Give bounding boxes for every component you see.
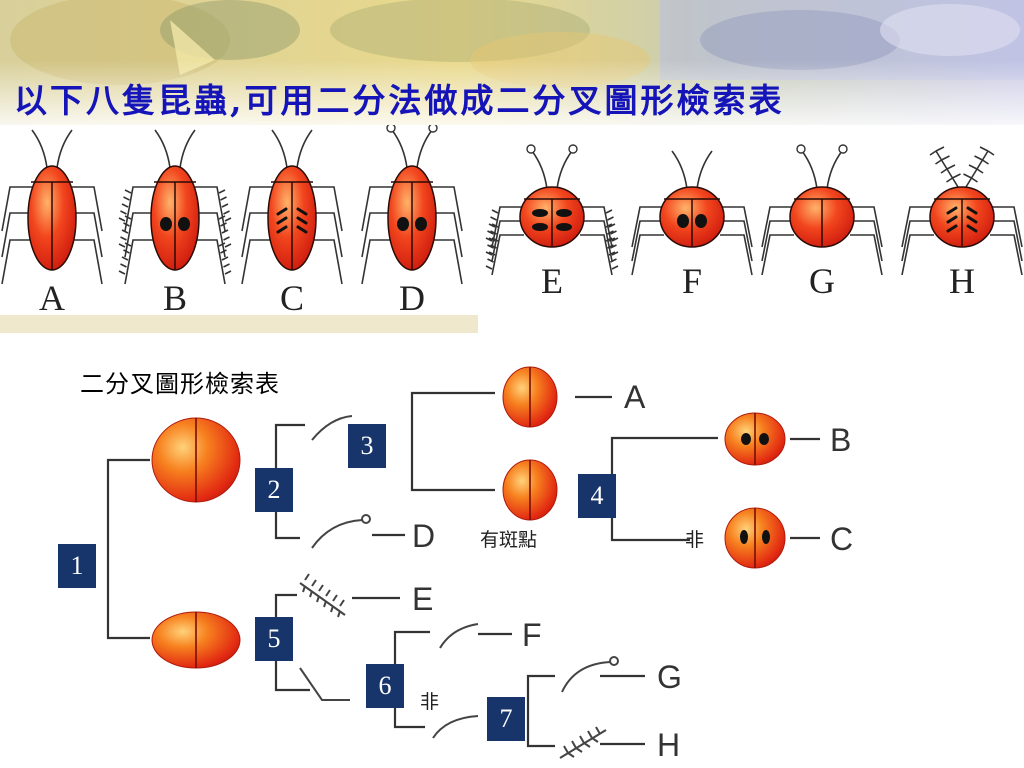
insect-label-d: D (399, 278, 425, 318)
insect-c: C (241, 129, 343, 318)
step-1-box: 1 (58, 544, 96, 588)
branch-4 (610, 436, 718, 542)
body-spotted (502, 459, 558, 521)
branch-7 (526, 674, 555, 748)
slide-title: 以下八隻昆蟲,可用二分法做成二分叉圖形檢索表 (14, 81, 785, 120)
leaf-label-g: G (657, 659, 682, 695)
body-round-large (151, 611, 241, 669)
leaf-label-f: F (522, 617, 542, 653)
leaf-label-b: B (830, 422, 851, 458)
step-5-box: 5 (255, 617, 293, 661)
plain-leg-icon (299, 667, 350, 701)
header-banner (0, 0, 1024, 125)
body-b (724, 412, 786, 466)
leaf-label-d: D (412, 518, 435, 554)
leaf-label-c: C (830, 521, 853, 557)
hairy-leg-icon (299, 582, 346, 616)
insect-label-f: F (682, 261, 702, 301)
plain-antenna-icon-3 (432, 715, 479, 739)
insect-d: D (361, 125, 463, 318)
key-title: 二分叉圖形檢索表 (80, 370, 280, 398)
insect-label-a: A (39, 278, 65, 318)
knobbed-antenna-icon-2 (561, 661, 611, 693)
branch-3 (410, 391, 495, 492)
leaf-label-a: A (624, 379, 646, 415)
spotted-label: 有斑點 (480, 529, 537, 551)
branch-1-lower (106, 573, 150, 640)
step-7-box: 7 (487, 697, 525, 741)
plain-antenna-icon (311, 415, 353, 441)
body-a (502, 366, 558, 428)
insect-b: B (118, 129, 232, 318)
insect-g: G (761, 144, 883, 301)
leaf-label-h: H (657, 727, 680, 763)
body-long-large (151, 417, 241, 503)
body-c (724, 507, 786, 569)
insect-label-c: C (280, 278, 304, 318)
not-label-6: 非 (420, 691, 439, 713)
branch-1-upper (106, 458, 150, 573)
dichotomous-key: A B C D E F G H 有斑點 非 非 (106, 366, 853, 763)
insect-f: F (631, 150, 753, 301)
step-2-box: 2 (255, 468, 293, 512)
insect-panel: A B C D E F G H (0, 125, 1024, 333)
step-6-box: 6 (366, 664, 404, 708)
insect-h: H (901, 146, 1023, 301)
leaf-label-e: E (412, 581, 433, 617)
insect-label-g: G (809, 261, 835, 301)
insect-label-b: B (163, 278, 187, 318)
plain-antenna-icon-2 (439, 623, 479, 649)
insect-label-e: E (541, 261, 563, 301)
insect-a: A (1, 129, 103, 318)
insect-label-h: H (949, 261, 975, 301)
not-label-4: 非 (685, 529, 704, 551)
step-3-box: 3 (348, 424, 386, 468)
insect-e: E (485, 144, 619, 301)
knobbed-antenna-icon (311, 519, 363, 549)
feathery-antenna-icon (559, 729, 607, 759)
step-4-box: 4 (578, 474, 616, 518)
